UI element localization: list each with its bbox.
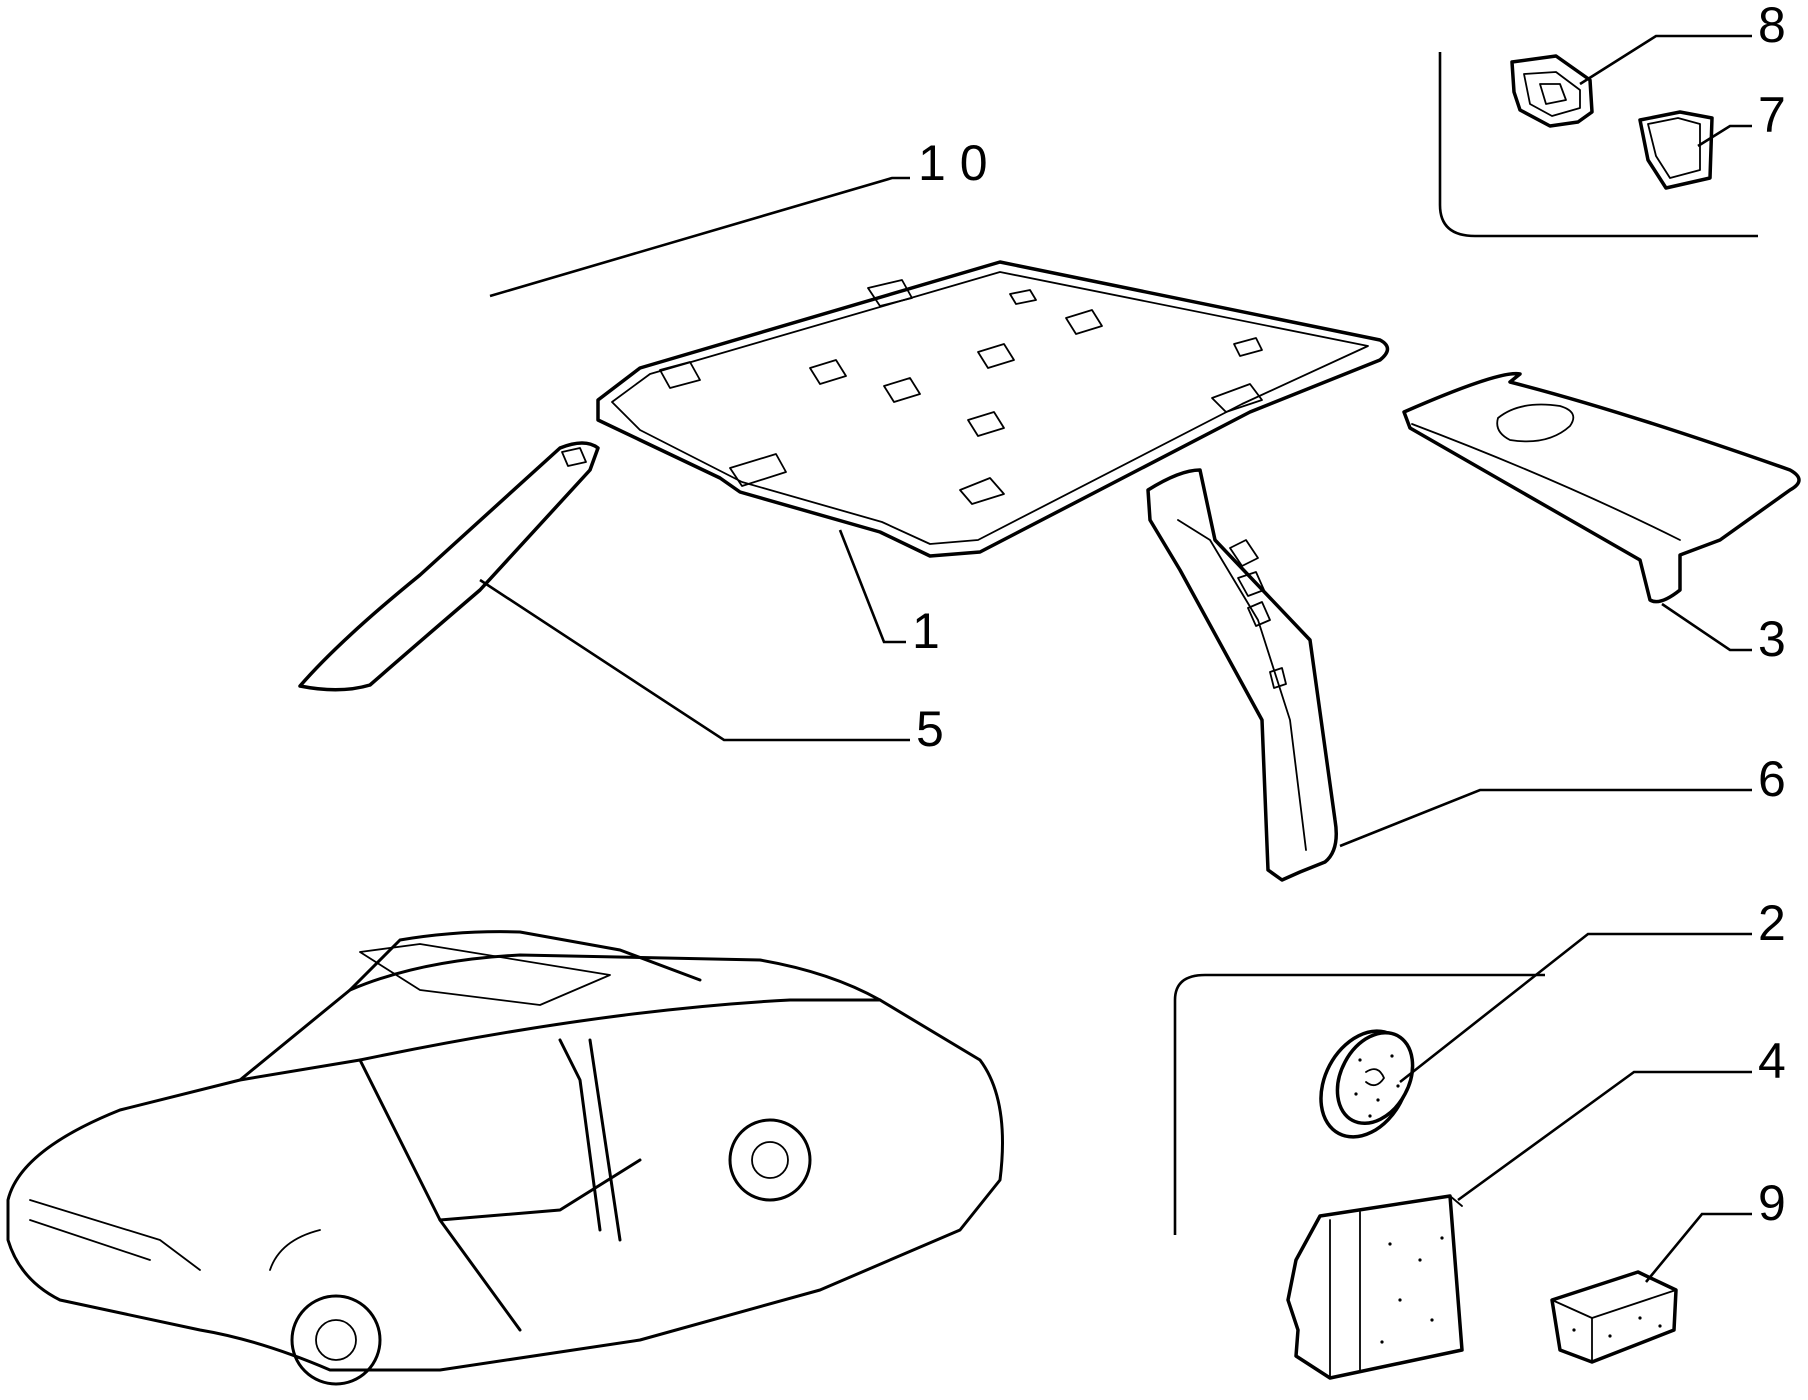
small-block-texture [1572, 1316, 1662, 1338]
callout-4: 4 [1758, 1033, 1786, 1089]
leader-3 [1661, 602, 1752, 652]
leader-lines [479, 34, 1752, 1283]
part-10-sunroof-seal [104, 185, 501, 345]
callout-6: 6 [1758, 751, 1786, 807]
part-2-round-pad [1319, 1029, 1415, 1139]
leader-7 [1697, 124, 1752, 148]
callout-10: 1 0 [918, 135, 988, 191]
block-texture [1380, 1236, 1444, 1344]
bracket-bottom-right [1173, 973, 1545, 1235]
callout-3: 3 [1758, 611, 1786, 667]
callout-2: 2 [1758, 895, 1786, 951]
part-8-clip [1510, 54, 1594, 128]
part-6-b-pillar-trim [1146, 468, 1338, 882]
callout-8: 8 [1758, 0, 1786, 53]
part-5-a-pillar-trim [298, 441, 600, 692]
leader-8 [1579, 34, 1752, 86]
leader-9 [1644, 1212, 1752, 1283]
leader-6 [1339, 788, 1752, 848]
bracket-top-right [1438, 52, 1758, 238]
leader-5 [479, 578, 910, 742]
leader-2 [1399, 932, 1752, 1084]
leader-4 [1457, 1070, 1752, 1202]
leader-10 [489, 176, 910, 298]
callout-7: 7 [1758, 87, 1786, 143]
part-7-clip-cover [1638, 110, 1714, 190]
headlining-clip-cutouts [659, 279, 1263, 505]
part-4-foam-block [1286, 1194, 1464, 1380]
callout-9: 9 [1758, 1175, 1786, 1231]
part-3-c-pillar-trim [1402, 371, 1801, 604]
part-1-headlining [596, 260, 1390, 558]
callout-1: 1 [912, 603, 940, 659]
part-9-small-foam-block [1550, 1270, 1678, 1364]
callout-5: 5 [916, 701, 944, 757]
leader-1 [838, 529, 906, 644]
car-overview-illustration [6, 930, 1004, 1386]
pad-texture [1354, 1054, 1400, 1118]
